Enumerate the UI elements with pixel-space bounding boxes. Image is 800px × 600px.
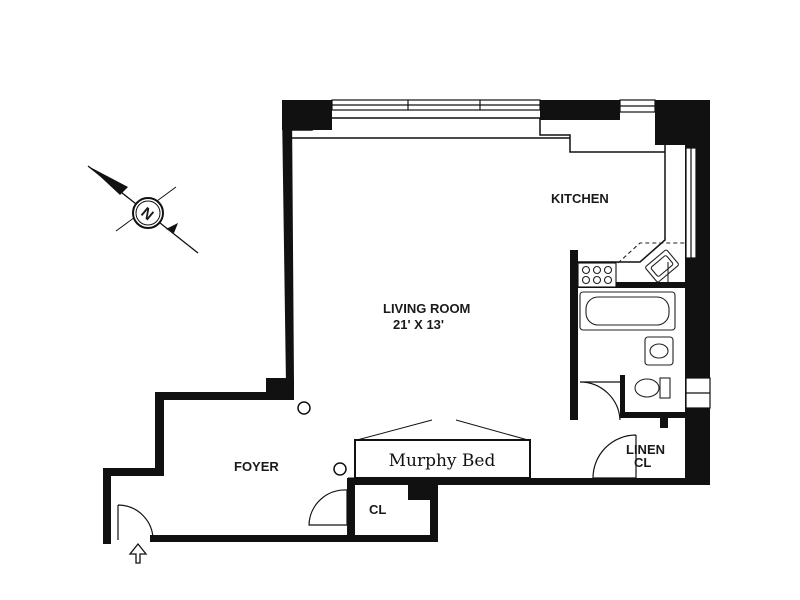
murphy-bed-label: Murphy Bed bbox=[389, 451, 496, 471]
soffit-line bbox=[292, 117, 665, 153]
living-room-dimensions: 21' X 13' bbox=[393, 317, 444, 332]
kitchen-inner-wall bbox=[578, 145, 666, 263]
linen-closet-label-line2: CL bbox=[634, 455, 651, 470]
murphy-bed-fold-left bbox=[356, 419, 433, 441]
bath-sink-basin bbox=[649, 343, 669, 359]
ceiling-fixtures bbox=[297, 401, 347, 476]
wall-bath-inner bbox=[620, 375, 625, 415]
interior-outlines bbox=[290, 117, 666, 479]
wall-closet-top bbox=[347, 478, 438, 485]
wall-right-lower bbox=[690, 418, 710, 485]
walls bbox=[103, 100, 710, 544]
closet-label: CL bbox=[369, 502, 386, 517]
kitchen-counter-dashed bbox=[617, 242, 685, 264]
light-fixture bbox=[297, 401, 311, 415]
wall-bath-top bbox=[570, 282, 685, 288]
light-fixture bbox=[333, 462, 347, 476]
murphy-bed-frame bbox=[354, 439, 531, 479]
bathtub-outer bbox=[579, 291, 676, 331]
stove-burner bbox=[603, 275, 613, 285]
stove-burner bbox=[581, 265, 591, 275]
wall-foyer-bottom bbox=[150, 535, 350, 542]
windows bbox=[331, 99, 711, 409]
toilet-bowl bbox=[634, 378, 660, 398]
wall-entry-top bbox=[103, 468, 164, 476]
wall-linen-post bbox=[660, 418, 668, 428]
wall-closet-left bbox=[347, 478, 355, 542]
toilet-tank bbox=[659, 377, 671, 399]
entry-door-swing bbox=[117, 504, 154, 541]
linen-closet-label-line1: LINEN bbox=[626, 442, 665, 457]
wall-foyer-top bbox=[155, 392, 294, 400]
wall-living-bottom bbox=[430, 478, 710, 485]
closet-door-swing bbox=[308, 489, 348, 526]
wall-top-right-corner bbox=[655, 100, 710, 145]
stove-burner bbox=[592, 275, 602, 285]
murphy-bed-fold-right bbox=[455, 419, 529, 441]
entry-arrow-icon bbox=[128, 542, 148, 564]
wall-linen-top bbox=[620, 412, 692, 418]
stove-burner bbox=[592, 265, 602, 275]
foyer-label: FOYER bbox=[234, 459, 279, 474]
stove-burner bbox=[603, 265, 613, 275]
wall-step-block bbox=[266, 378, 294, 396]
wall-closet-right bbox=[430, 484, 438, 542]
fixtures bbox=[577, 242, 685, 399]
wall-west-living bbox=[282, 110, 294, 385]
linen-door-swing bbox=[592, 434, 637, 479]
doors bbox=[117, 381, 637, 541]
wall-foyer-west bbox=[155, 392, 164, 472]
living-room-label: LIVING ROOM bbox=[383, 301, 470, 316]
wall-entry-west bbox=[103, 468, 111, 544]
kitchen-label: KITCHEN bbox=[551, 191, 609, 206]
bathtub-inner bbox=[585, 296, 670, 326]
bath-sink bbox=[644, 336, 674, 366]
wall-top-right-segment bbox=[540, 100, 620, 120]
wall-closet-bottom bbox=[347, 535, 437, 542]
wall-bath-west bbox=[570, 250, 578, 420]
stove-burner bbox=[581, 275, 591, 285]
kitchen-sink bbox=[645, 249, 679, 283]
bath-door-swing bbox=[579, 381, 621, 421]
compass-icon: N bbox=[87, 165, 199, 254]
wall-closet-corner bbox=[408, 484, 438, 500]
